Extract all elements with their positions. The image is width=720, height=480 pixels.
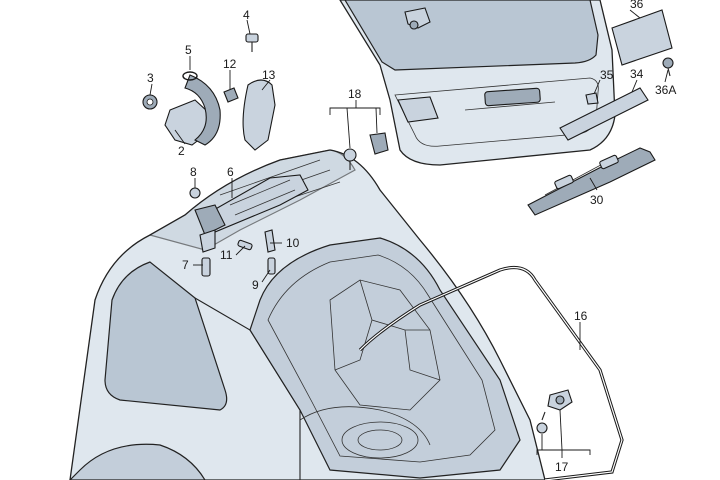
callout-8: 8 bbox=[190, 165, 197, 179]
tailgate-opening bbox=[249, 237, 521, 479]
bolt-icon bbox=[536, 411, 548, 434]
tailgate-seal bbox=[358, 266, 624, 480]
callout-9: 9 bbox=[252, 278, 259, 292]
callout-16: 16 bbox=[574, 309, 588, 323]
gas-strut-icon bbox=[194, 174, 309, 253]
callout-5: 5 bbox=[185, 43, 192, 57]
callout-labels: 4 5 3 12 13 2 8 6 10 11 7 9 18 36 35 34 … bbox=[147, 0, 676, 474]
callout-10: 10 bbox=[286, 236, 300, 250]
hinge-assembly bbox=[142, 33, 309, 277]
callout-36: 36 bbox=[630, 0, 644, 11]
side-window bbox=[104, 261, 228, 411]
callout-36A: 36A bbox=[655, 83, 676, 97]
callout-3: 3 bbox=[147, 71, 154, 85]
callout-7: 7 bbox=[182, 258, 189, 272]
callout-2: 2 bbox=[178, 144, 185, 158]
callout-12: 12 bbox=[223, 57, 237, 71]
buffer-parts bbox=[536, 389, 573, 434]
callout-34: 34 bbox=[630, 67, 644, 81]
callout-30: 30 bbox=[590, 193, 604, 207]
callout-4: 4 bbox=[243, 8, 250, 22]
plate-light-parts bbox=[527, 9, 674, 216]
callout-11: 11 bbox=[220, 248, 233, 262]
callout-13: 13 bbox=[262, 68, 276, 82]
callout-6: 6 bbox=[227, 165, 234, 179]
callout-18: 18 bbox=[348, 87, 362, 101]
bolt-icon bbox=[662, 57, 674, 77]
car-body bbox=[69, 149, 546, 480]
callout-17: 17 bbox=[555, 460, 569, 474]
callout-35: 35 bbox=[600, 68, 614, 82]
bolt-icon bbox=[245, 33, 259, 52]
bolt-icon bbox=[343, 148, 357, 170]
tailgate-panel bbox=[339, 0, 616, 166]
bumper-parts bbox=[343, 132, 389, 170]
leader-lines bbox=[149, 9, 669, 458]
